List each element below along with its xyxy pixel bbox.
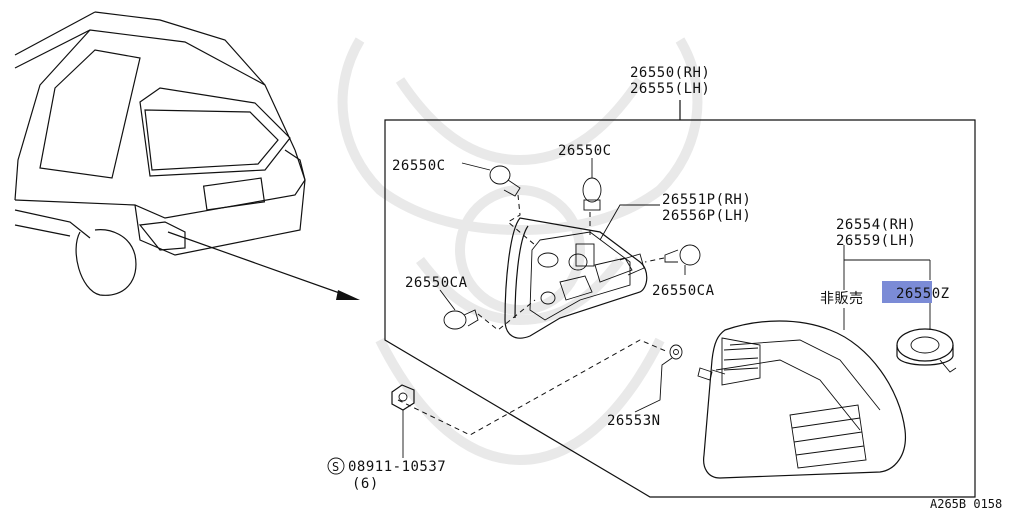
bulb-upper-mid [582,177,602,238]
car-rear-illustration [14,11,360,300]
label-bulb-lower-left[interactable]: 26550CA [405,275,468,291]
assembly-frame [384,100,976,498]
label-assembly-rh[interactable]: 26550(RH) [630,65,710,81]
s-circle-icon [327,457,345,475]
label-gasket[interactable]: 26550Z [896,286,950,302]
highlight-box [882,281,932,303]
diagram-code: A265B 0158 [930,497,1002,511]
label-bulb-lower-right[interactable]: 26550CA [652,283,715,299]
watermark-emblem [337,37,703,466]
label-lens-lh[interactable]: 26559(LH) [836,233,916,249]
nut-hex [391,384,415,458]
gasket-roll [896,328,957,373]
label-socket-rh[interactable]: 26551P(RH) [662,192,751,208]
lamp-lens [703,320,907,479]
bulb-upper-left [489,165,536,246]
label-nut-part[interactable]: 08911-10537 [348,459,446,475]
label-bulb-upper-mid[interactable]: 26550C [558,143,612,159]
bulb-lower-left [443,299,536,331]
lamp-housing [504,217,648,339]
label-nut-qty: (6) [352,476,379,492]
label-not-for-sale: 非販売 [820,291,864,307]
label-screw[interactable]: 26553N [607,413,661,429]
screw-and-washer [397,339,726,436]
label-bulb-upper-left[interactable]: 26550C [392,158,446,174]
leader-lines [439,158,931,413]
label-lens-rh[interactable]: 26554(RH) [836,217,916,233]
label-assembly-lh[interactable]: 26555(LH) [630,81,710,97]
label-nut-circle: S [332,460,339,474]
bulb-lower-right [644,244,701,266]
label-socket-lh[interactable]: 26556P(LH) [662,208,751,224]
part-labels: 26550(RH) 26555(LH) 26550C 26550C 26551P… [327,65,1002,511]
